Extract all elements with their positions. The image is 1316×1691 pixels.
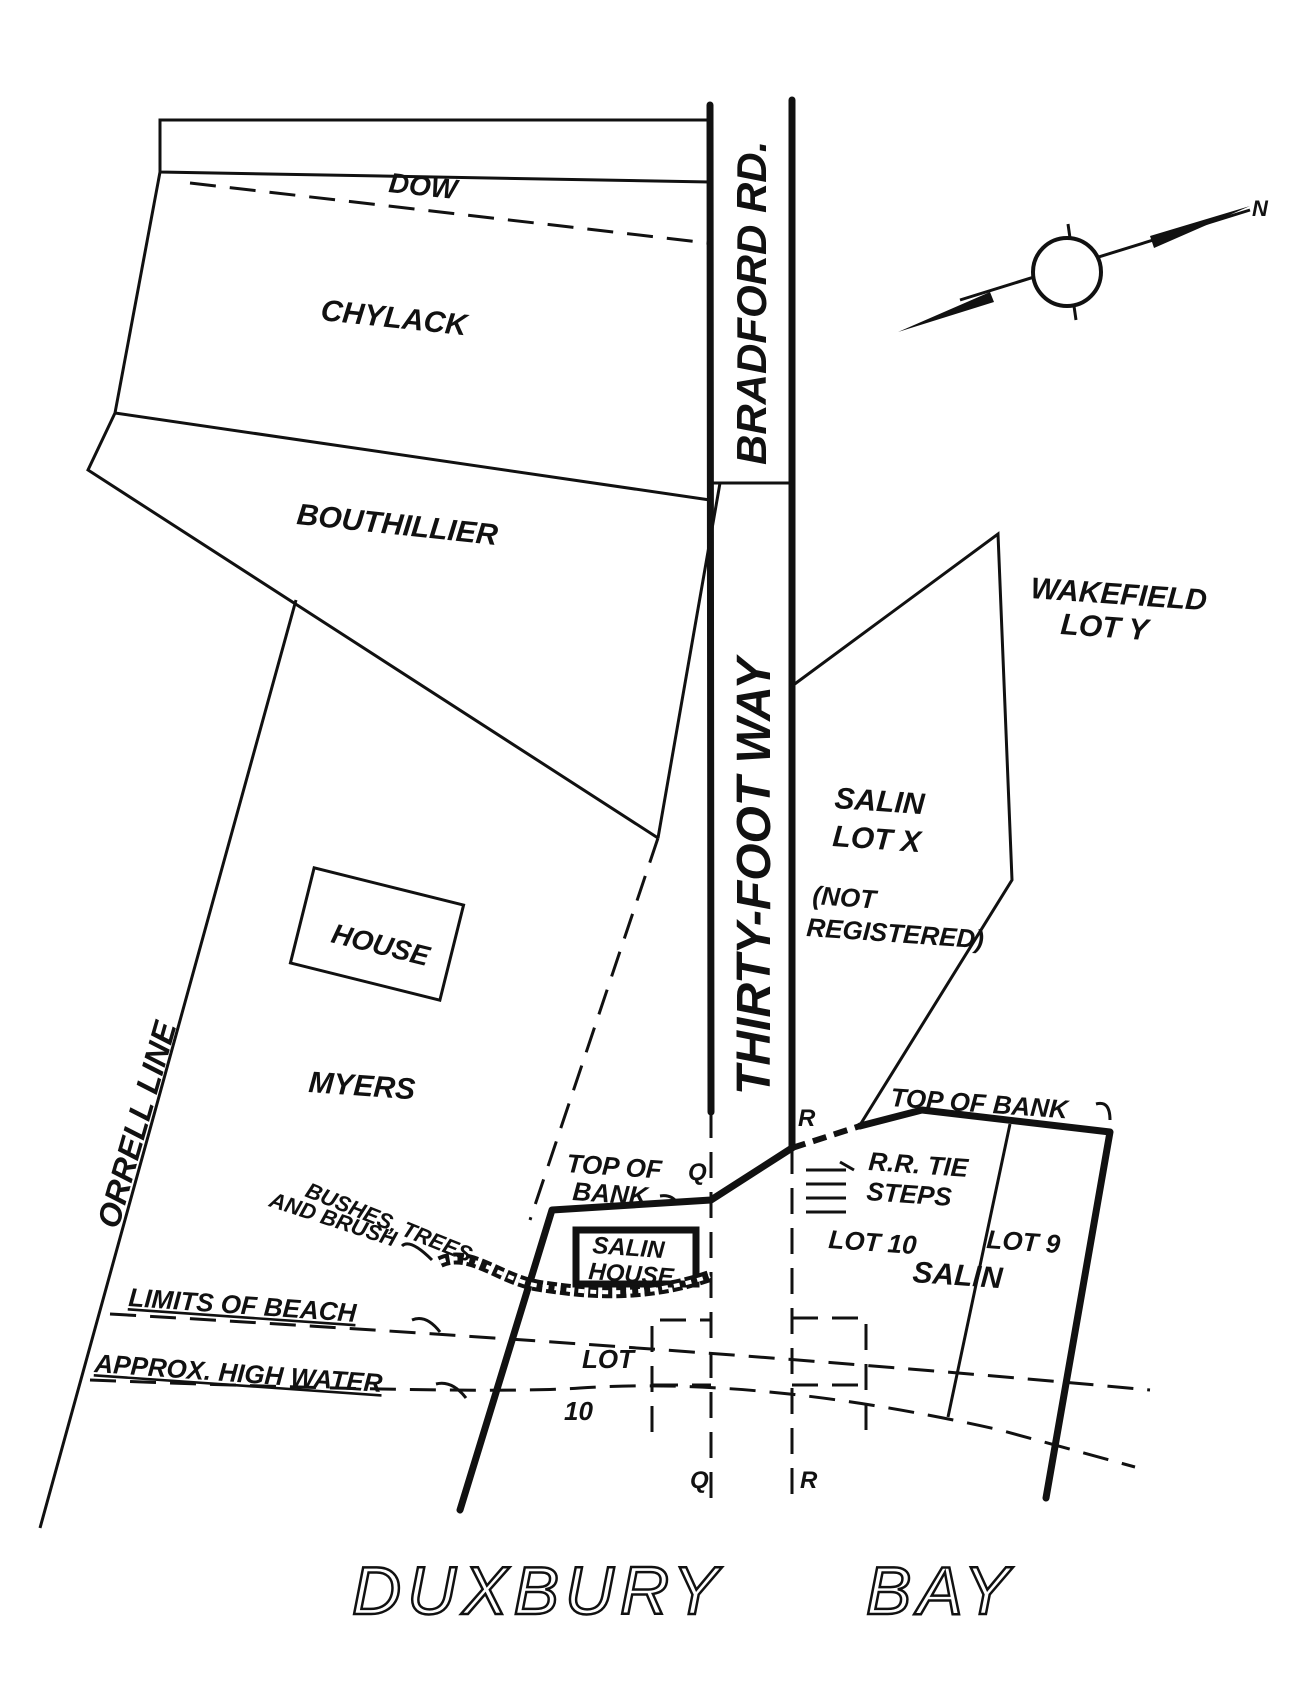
salin-house-outline [572, 1226, 700, 1288]
label-bradford-rd: BRADFORD RD. [728, 141, 775, 465]
label-approx-high-water: APPROX. HIGH WATER [93, 1348, 384, 1398]
salin-lot-x-boundary [791, 531, 1014, 1126]
lot-9-lot-10-divider [946, 1123, 1012, 1418]
label-thirty-foot-way: THIRTY-FOOT WAY [728, 654, 781, 1095]
north-arrow-letter: N [1252, 196, 1269, 221]
label-r-top: R [798, 1105, 816, 1132]
north-arrow-icon: N [898, 196, 1269, 332]
top-of-bank-leader [659, 1194, 680, 1205]
label-salin-lot-x-line2: LOT X [832, 820, 924, 859]
label-lot-10-word: LOT [582, 1344, 636, 1374]
label-bouthillier: BOUTHILLIER [295, 498, 499, 552]
label-dow: DOW [387, 167, 461, 205]
bushes-hatch [437, 1252, 712, 1299]
chylack-west-line [113, 171, 162, 414]
myers-dashed-line [528, 837, 660, 1221]
bouthillier-boundary [86, 412, 659, 840]
rr-tie-leader [839, 1160, 855, 1172]
map-labels: DOW BRADFORD RD. CHYLACK BOUTHILLIER WAK… [90, 141, 1209, 1631]
salin-east-top-of-bank-line [856, 1106, 1114, 1502]
dashed-lines [89, 181, 1151, 1469]
label-r-bottom: R [800, 1467, 818, 1494]
parcel-boundaries [38, 118, 1014, 1529]
label-lot-9: LOT 9 [986, 1224, 1062, 1259]
label-not-registered-line1: (NOT [812, 880, 880, 915]
label-top-of-bank-right: TOP OF BANK [890, 1082, 1072, 1124]
bushes-leader [400, 1242, 434, 1262]
dow-boundary [158, 118, 711, 184]
high-water-leader [435, 1381, 468, 1399]
label-myers: MYERS [308, 1066, 417, 1106]
label-not-registered-line2: REGISTERED) [806, 912, 985, 954]
thirty-foot-way-west-line [706, 101, 715, 1116]
leader-arrows [400, 1101, 1112, 1399]
chylack-south-line [114, 411, 711, 502]
label-q-bottom: Q [690, 1467, 709, 1494]
label-lot-10-right: LOT 10 [828, 1224, 919, 1260]
salin-heavy-boundaries [456, 1106, 1114, 1514]
label-chylack: CHYLACK [319, 294, 471, 342]
lot-10-dashed-west [650, 1318, 711, 1432]
top-of-bank-right-leader [1095, 1101, 1112, 1121]
lot-10-dashed-east [792, 1316, 868, 1430]
label-top-of-bank-left-line2: BANK [572, 1176, 651, 1211]
myers-north-line [656, 482, 722, 839]
label-lot-10-number: 10 [564, 1396, 593, 1426]
label-salin-house-line2: HOUSE [588, 1258, 676, 1291]
label-rr-tie-line1: R.R. TIE [868, 1146, 970, 1183]
label-wakefield: WAKEFIELD [1030, 572, 1209, 617]
dow-dashed-line [189, 181, 709, 245]
salin-west-top-of-bank-line [456, 1144, 796, 1514]
label-q-top: Q [688, 1159, 707, 1186]
label-duxbury: DUXBURY [352, 1553, 724, 1629]
r-dashed-bank-segment [791, 1123, 861, 1151]
limits-of-beach-line [109, 1312, 1151, 1392]
label-orrell-line: ORRELL LINE [90, 1016, 184, 1232]
label-salin-right: SALIN [912, 1256, 1005, 1295]
approx-high-water-line [89, 1378, 1136, 1469]
label-salin-house-line1: SALIN [592, 1232, 666, 1264]
rr-tie-steps [806, 1168, 846, 1214]
orrell-line [38, 599, 298, 1529]
label-bay: BAY [866, 1553, 1015, 1629]
label-top-of-bank-left-line1: TOP OF [566, 1148, 664, 1185]
limits-of-beach-leader [411, 1317, 442, 1333]
label-rr-tie-line2: STEPS [866, 1176, 954, 1212]
road-lines [706, 96, 796, 1500]
label-house: HOUSE [329, 918, 434, 972]
myers-house-outline [288, 866, 466, 1002]
label-lot-y: LOT Y [1060, 608, 1153, 647]
label-salin-lot-x-line1: SALIN [834, 782, 927, 821]
